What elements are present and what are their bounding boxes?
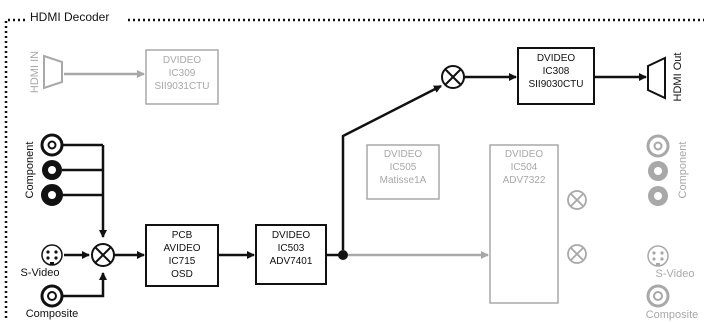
hdmi-in-label: HDMI IN	[29, 51, 41, 93]
composite-input-label: Composite	[26, 308, 79, 320]
ic504-block: DVIDEO IC504 ADV7322	[489, 144, 559, 304]
ic715-line2: AVIDEO	[163, 243, 200, 254]
ic308-line1: DVIDEO	[537, 53, 576, 64]
ic505-line2: IC505	[390, 162, 417, 173]
ic503-line3: ADV7401	[270, 256, 313, 267]
frame-title: HDMI Decoder	[30, 10, 109, 24]
ic503-line2: IC503	[278, 243, 305, 254]
svideo-input-label: S-Video	[21, 267, 60, 279]
ic503-block: DVIDEO IC503 ADV7401	[255, 224, 327, 285]
ic715-line3: IC715	[169, 256, 196, 267]
ic308-line2: IC308	[543, 66, 570, 77]
ic308-line3: SII9030CTU	[528, 79, 583, 90]
composite-output-jack: Composite	[646, 284, 699, 321]
composite-arrow	[62, 272, 107, 298]
ic505-line1: DVIDEO	[384, 149, 423, 160]
ic308-block: DVIDEO IC308 SII9030CTU	[517, 47, 595, 105]
svideo-input-jack: S-Video	[21, 244, 63, 279]
composite-input-jack: Composite	[26, 284, 79, 320]
ic504-line3: ADV7322	[503, 175, 546, 186]
hdmi-out-label: HDMI Out	[672, 53, 684, 102]
svideo-output-jack: S-Video	[647, 245, 695, 280]
branch-to-upper-switch	[341, 84, 442, 250]
ic505-line3: Matisse1A	[380, 175, 427, 186]
component-output-jacks: Component	[646, 134, 689, 206]
hdmi-out-connector: HDMI Out	[647, 53, 684, 102]
composite-output-label: Composite	[646, 309, 699, 321]
output-switch-grey-2-icon	[567, 244, 587, 264]
ic309-line3: SII9031CTU	[154, 81, 209, 92]
ic503-line1: DVIDEO	[272, 230, 311, 241]
ic504-line1: DVIDEO	[505, 149, 544, 160]
ic309-line1: DVIDEO	[163, 55, 202, 66]
component-input-jacks: Component	[24, 133, 64, 206]
ic504-line2: IC504	[511, 162, 538, 173]
ic309-line2: IC309	[169, 68, 196, 79]
svideo-output-label: S-Video	[656, 268, 695, 280]
decoder-frame	[4, 18, 704, 318]
component-output-label: Component	[677, 142, 689, 199]
output-switch-icon	[441, 65, 465, 89]
component-input-label: Component	[24, 142, 36, 199]
ic715-line1: PCB	[172, 230, 193, 241]
ic715-block: PCB AVIDEO IC715 OSD	[145, 224, 219, 287]
hdmi-in-connector: HDMI IN	[29, 51, 63, 93]
branch-node	[338, 250, 348, 260]
output-switch-grey-1-icon	[567, 190, 587, 210]
component-bus-lines	[62, 143, 107, 238]
ic309-block: DVIDEO IC309 SII9031CTU	[145, 49, 219, 105]
input-switch-icon	[91, 243, 115, 267]
ic505-block: DVIDEO IC505 Matisse1A	[366, 144, 440, 200]
ic715-line4: OSD	[171, 269, 193, 280]
